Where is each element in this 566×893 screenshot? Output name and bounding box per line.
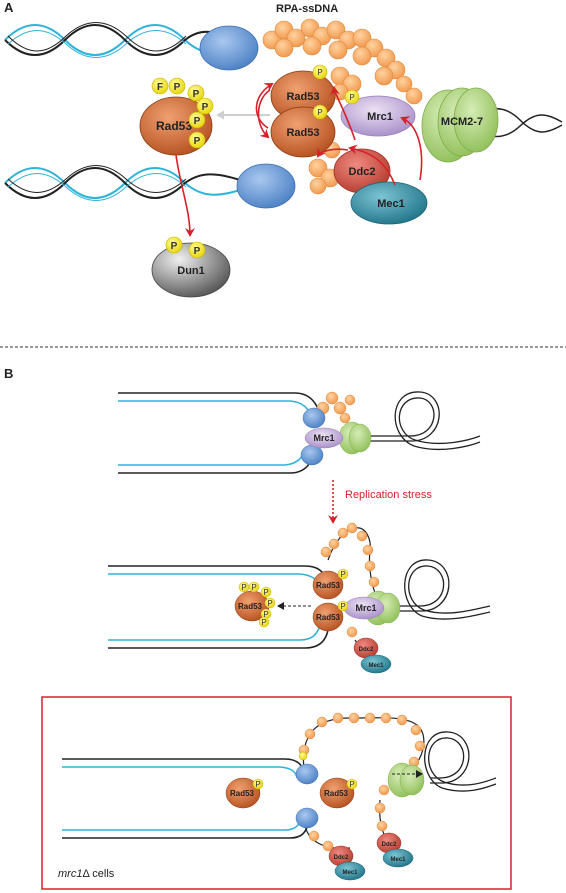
mrc1-label: Mrc1 [367,111,393,123]
svg-text:P: P [193,89,200,100]
fork-mrc1-delta-mcm [387,762,425,798]
box-rad53-left-label: Rad53 [230,789,255,798]
mec1-protein [350,181,428,225]
svg-text:P: P [349,93,354,102]
svg-text:P: P [267,599,272,608]
phospho-labels-a: F P P P P P P P P P P [157,68,355,257]
svg-text:P: P [263,610,268,619]
box-ddc2-right-label: Ddc2 [382,842,397,848]
svg-text:P: P [194,116,201,127]
svg-text:P: P [263,588,268,597]
fork-stressed-mec1 [360,654,392,674]
fork-normal-mrc1-label: Mrc1 [313,433,334,443]
svg-text:P: P [317,108,322,117]
fork-stressed [108,527,491,661]
panel-a-label: A [4,0,14,15]
top-dna-helix [4,22,231,58]
fork-stressed-mrc1-label: Mrc1 [355,603,376,613]
box-rad53-left-p: P [255,780,260,789]
rad53-lower-label: Rad53 [286,127,319,139]
box-rad53-left [225,777,261,809]
svg-text:F: F [157,82,163,93]
fork-normal-mrc1 [304,427,344,449]
fork-mrc1-delta-rpa [298,712,426,852]
svg-text:P: P [261,618,266,627]
box-ddc2-left-label: Ddc2 [334,855,349,861]
fork-stressed-rad53-lower [312,602,344,632]
svg-text:P: P [194,246,201,257]
fork-normal-rpa [316,391,356,424]
phospho-badges-a [151,64,360,259]
panel-b-label: B [4,366,13,381]
phospho-badges-b-mid [238,568,349,628]
mrc1-delta-cells-label: mrc1Δ cells [58,868,115,880]
dun1-protein [151,242,231,298]
dun1-label: Dun1 [177,265,205,277]
mrc1-delta-box [41,696,512,890]
svg-text:P: P [340,570,345,579]
box-rad53-right-label: Rad53 [324,789,349,798]
fork-normal [118,391,481,474]
box-mec1-right [382,848,414,868]
box-rad53-left-phospho [252,778,264,790]
bottom-dna-helix [4,165,241,201]
box-rad53-right [319,777,355,809]
fork-stressed-rad53-upper [312,570,344,600]
box-rad53-right-phospho [346,778,358,790]
fork-mrc1-delta-pol-top [295,763,319,785]
box-mec1-right-label: Mec1 [390,857,406,863]
svg-text:P: P [317,68,322,77]
mcm2-7-label: MCM2-7 [441,116,483,128]
ddc2-label: Ddc2 [349,166,376,178]
mcm2-7-complex [421,87,499,163]
svg-text:P: P [171,241,178,252]
svg-text:P: P [241,583,246,592]
rpa-ssdna-label: RPA-ssDNA [276,3,338,15]
svg-text:P: P [174,82,181,93]
svg-text:P: P [202,102,209,113]
svg-text:P: P [194,136,201,147]
fork-stressed-mec1-label: Mec1 [368,663,384,669]
polymerase-top [199,25,259,71]
fork-mrc1-delta [62,717,497,851]
fork-stressed-ddc2-label: Ddc2 [359,647,374,653]
replication-stress-label: Replication stress [345,489,432,501]
activation-arrows-a [175,82,423,237]
mec1-label: Mec1 [377,198,405,210]
rad53-lower [270,106,336,158]
fork-mrc1-delta-phospho-dot [298,751,308,761]
rad53-upper-label: Rad53 [286,91,319,103]
box-mec1-left [334,861,366,881]
fork-normal-pol-top [302,407,326,429]
phospho-labels-b-mid: P P P P P P P P [241,570,345,627]
svg-text:P: P [340,602,345,611]
fork-stressed-rad53-lower-label: Rad53 [316,613,341,622]
polymerase-bottom [236,163,296,209]
box-rad53-right-p: P [349,780,354,789]
fork-stressed-rad53-free-label: Rad53 [238,602,263,611]
mrc1-protein [340,95,416,137]
rad53-free-label: Rad53 [156,119,192,133]
fork-normal-mcm [338,421,372,455]
box-mec1-left-label: Mec1 [342,870,358,876]
svg-text:P: P [251,583,256,592]
fork-stressed-rad53-upper-label: Rad53 [316,581,341,590]
fork-mrc1-delta-pol-bottom [295,807,319,829]
